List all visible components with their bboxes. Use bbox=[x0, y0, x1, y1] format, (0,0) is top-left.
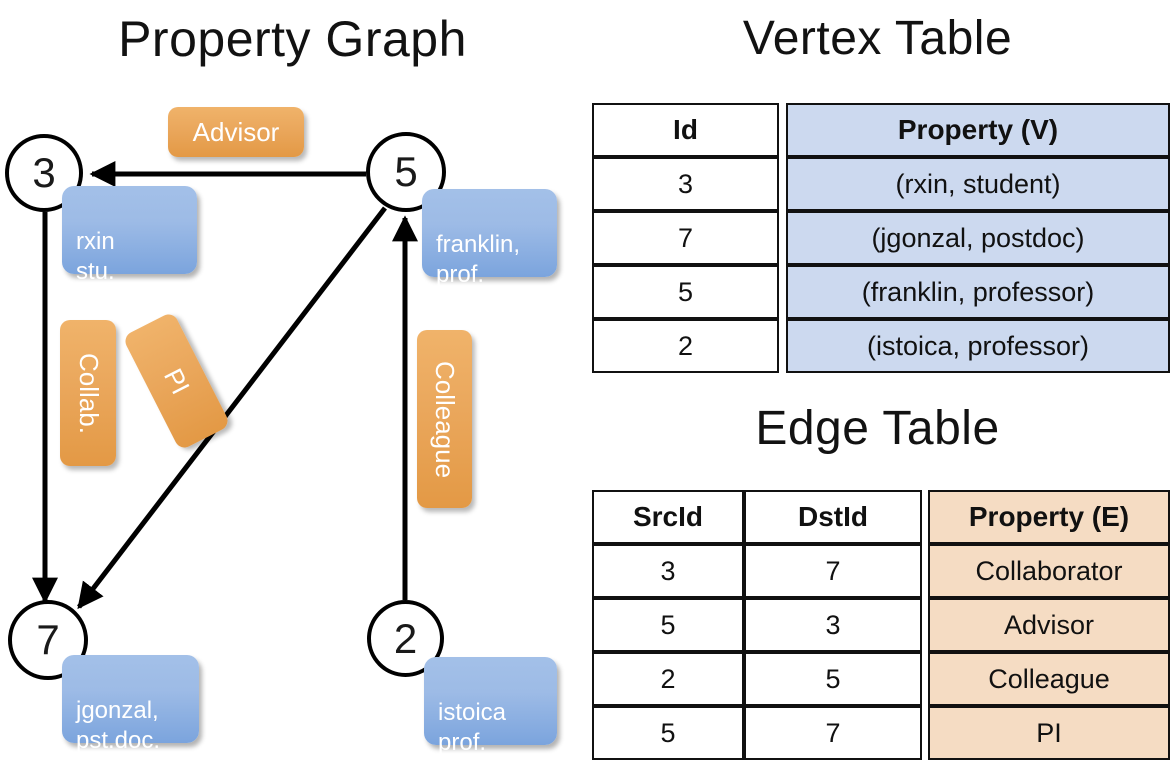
edge-label-pi-text: PI bbox=[157, 363, 196, 399]
edge-table-cell-srcid: 2 bbox=[592, 652, 744, 706]
edge-table-cell-property: Colleague bbox=[928, 652, 1170, 706]
edge-table-header-property: Property (E) bbox=[928, 490, 1170, 544]
graph-node-3-label: 3 bbox=[32, 149, 56, 196]
vertex-table-cell-id: 5 bbox=[592, 265, 779, 319]
node-property-text-jgonzal: jgonzal, pst.doc. bbox=[76, 697, 161, 754]
node-property-box-rxin: rxin stu. bbox=[62, 186, 197, 285]
edge-table-cell-dstid: 7 bbox=[744, 706, 922, 760]
vertex-table: Id Property (V) 3 (rxin, student) 7 (jgo… bbox=[592, 103, 1170, 373]
graph-node-5-label: 5 bbox=[394, 148, 418, 195]
node-property-text-franklin: franklin, prof. bbox=[436, 231, 521, 288]
vertex-table-cell-property: (jgonzal, postdoc) bbox=[786, 211, 1170, 265]
edge-label-collab: Collab. bbox=[60, 320, 116, 466]
edge-table-cell-srcid: 5 bbox=[592, 598, 744, 652]
edge-table-cell-property: Collaborator bbox=[928, 544, 1170, 598]
vertex-table-cell-property: (franklin, professor) bbox=[786, 265, 1170, 319]
edge-label-collab-text: Collab. bbox=[73, 352, 104, 434]
vertex-table-cell-id: 7 bbox=[592, 211, 779, 265]
property-graph-diagram: 3 5 7 2 rxin stu. franklin, prof. jgonza… bbox=[5, 107, 557, 756]
graph-node-2-label: 2 bbox=[393, 614, 418, 662]
edge-table-cell-dstid: 3 bbox=[744, 598, 922, 652]
node-property-box-franklin: franklin, prof. bbox=[422, 189, 557, 288]
edge-table-header-srcid: SrcId bbox=[592, 490, 744, 544]
graph-node-5[interactable]: 5 bbox=[366, 132, 446, 212]
edge-label-advisor: Advisor bbox=[168, 107, 304, 157]
page-title-property-graph: Property Graph bbox=[118, 11, 467, 67]
edge-table-cell-property: Advisor bbox=[928, 598, 1170, 652]
graph-edge-lines bbox=[32, 161, 418, 610]
graph-node-2[interactable]: 2 bbox=[367, 600, 444, 677]
edge-table-cell-dstid: 5 bbox=[744, 652, 922, 706]
edge-table-cell-dstid: 7 bbox=[744, 544, 922, 598]
vertex-table-cell-property: (istoica, professor) bbox=[786, 319, 1170, 373]
vertex-table-header-property: Property (V) bbox=[786, 103, 1170, 157]
page-title-vertex-table: Vertex Table bbox=[742, 12, 1013, 65]
vertex-table-cell-property: (rxin, student) bbox=[786, 157, 1170, 211]
edge-table-header-dstid: DstId bbox=[744, 490, 922, 544]
edge-table-cell-srcid: 3 bbox=[592, 544, 744, 598]
edge-table-cell-property: PI bbox=[928, 706, 1170, 760]
node-property-text-rxin: rxin stu. bbox=[76, 228, 115, 285]
edge-table-cell-srcid: 5 bbox=[592, 706, 744, 760]
node-property-text-istoica: istoica prof. bbox=[438, 699, 507, 756]
edge-line-5-to-7 bbox=[77, 206, 387, 610]
edge-label-colleague-text: Colleague bbox=[430, 360, 460, 478]
edge-table: SrcId DstId Property (E) 3 7 Collaborato… bbox=[592, 490, 1170, 760]
page-title-edge-table: Edge Table bbox=[755, 402, 1000, 455]
vertex-table-cell-id: 2 bbox=[592, 319, 779, 373]
node-property-box-jgonzal: jgonzal, pst.doc. bbox=[62, 655, 199, 754]
vertex-table-header-id: Id bbox=[592, 103, 779, 157]
graph-node-7-label: 7 bbox=[36, 616, 60, 663]
edge-label-colleague: Colleague bbox=[417, 330, 472, 508]
edge-label-advisor-text: Advisor bbox=[192, 116, 280, 147]
vertex-table-cell-id: 3 bbox=[592, 157, 779, 211]
node-property-box-istoica: istoica prof. bbox=[424, 657, 557, 756]
